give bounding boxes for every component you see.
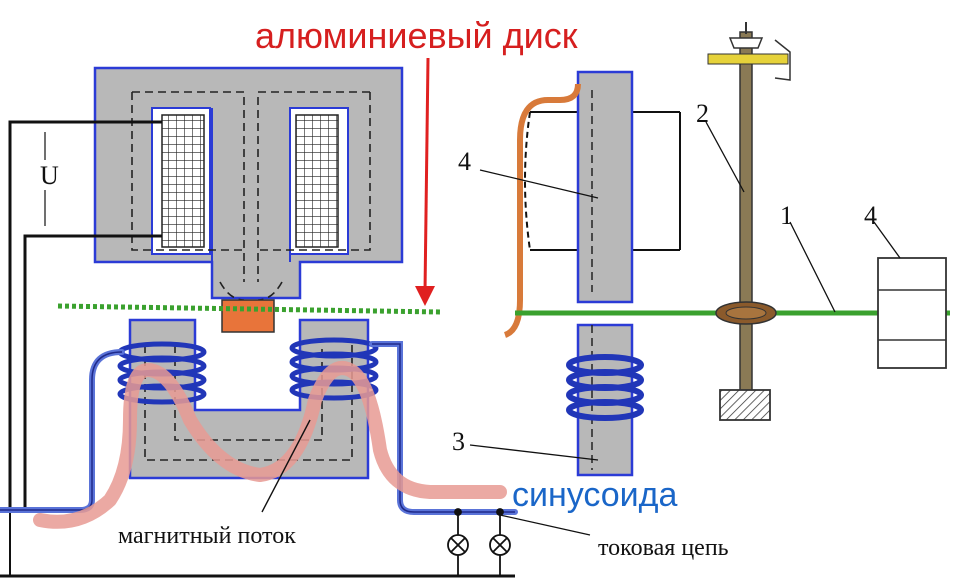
- circuit-leader: [499, 514, 591, 536]
- voltage-coil-left: [161, 114, 205, 248]
- disk-arrow: [415, 57, 435, 306]
- shaft: [739, 31, 753, 393]
- current-coil-right: [289, 337, 379, 401]
- voltage-coil-right: [295, 114, 339, 248]
- aluminum-disk-label: алюминиевый диск: [255, 15, 578, 56]
- bottom-bearing: [719, 389, 771, 421]
- label-3-current-core: 3: [452, 427, 465, 456]
- brake-magnet: [877, 257, 947, 369]
- sinusoid-label: синусоида: [512, 476, 678, 514]
- label-4-side-magnet: 4: [458, 147, 471, 176]
- aluminum-disk-left: [57, 303, 441, 315]
- sinusoid-curve: [33, 361, 507, 529]
- voltage-wires: [8, 120, 162, 510]
- current-circuit-lamps: [447, 508, 511, 576]
- voltage-magnet-core: [93, 66, 404, 300]
- leader-lines: [469, 121, 901, 461]
- side-current-coil: [566, 354, 644, 421]
- pole-piece: [221, 299, 275, 333]
- side-upper-core: [576, 70, 634, 304]
- voltage-label: U: [40, 161, 59, 190]
- label-1-disk: 1: [780, 201, 793, 230]
- top-bracket: [707, 53, 789, 65]
- label-4-brake-magnet: 4: [864, 201, 877, 230]
- magnetic-flux-label: магнитный поток: [118, 523, 296, 549]
- upper-flux-lines: [131, 91, 371, 301]
- flux-leader: [261, 419, 311, 513]
- current-circuit-label: токовая цепь: [598, 535, 729, 561]
- side-voltage-lead: [503, 83, 581, 338]
- label-2-shaft: 2: [696, 99, 709, 128]
